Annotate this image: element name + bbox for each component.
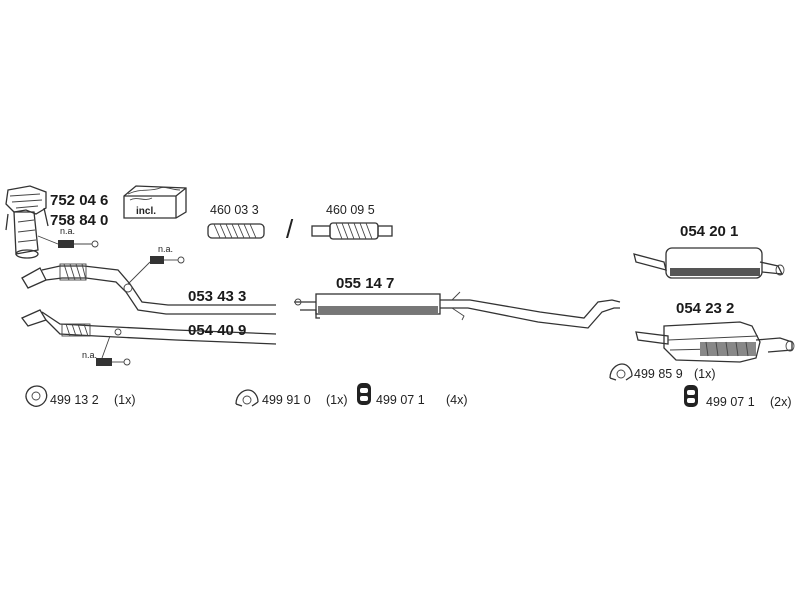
- alternative-separator: /: [286, 214, 294, 244]
- part-number-752-04-6: 752 04 6: [50, 192, 108, 209]
- fitting-499-85-9-qty: (1x): [694, 367, 716, 381]
- front-pipe-053-43-3[interactable]: [21, 263, 276, 315]
- part-number-054-40-9: 054 40 9: [188, 322, 246, 339]
- fitting-499-91-0-qty: (1x): [326, 393, 348, 407]
- fitting-499-91-0: 499 91 0: [262, 393, 311, 407]
- part-number-053-43-3: 053 43 3: [188, 288, 246, 305]
- box-icon: [123, 185, 187, 219]
- rubber-mount-icon: [684, 385, 698, 407]
- na-label-1: n.a.: [60, 226, 75, 236]
- flex-pipe-460-09-5[interactable]: [311, 222, 393, 240]
- part-number-460-09-5: 460 09 5: [326, 203, 375, 217]
- part-number-460-03-3: 460 03 3: [210, 203, 259, 217]
- rear-silencer-054-23-2[interactable]: [635, 321, 795, 363]
- part-number-055-14-7: 055 14 7: [336, 275, 394, 292]
- part-number-054-23-2: 054 23 2: [676, 300, 734, 317]
- part-number-054-20-1: 054 20 1: [680, 223, 738, 240]
- middle-silencer-055-14-7[interactable]: [294, 291, 621, 329]
- fitting-499-07-1-rear-qty: (2x): [770, 395, 792, 409]
- lambda-sensor-icon: [96, 335, 131, 366]
- fitting-499-07-1: 499 07 1: [376, 393, 425, 407]
- na-label-2: n.a.: [158, 244, 173, 254]
- flex-pipe-460-03-3[interactable]: [207, 223, 265, 239]
- gasket-icon: [25, 385, 48, 407]
- part-number-758-84-0: 758 84 0: [50, 212, 108, 229]
- fitting-499-07-1-rear: 499 07 1: [706, 395, 755, 409]
- na-label-3: n.a.: [82, 350, 97, 360]
- lambda-sensor-icon: [127, 256, 185, 285]
- fitting-499-13-2-qty: (1x): [114, 393, 136, 407]
- front-pipe-054-40-9[interactable]: [20, 309, 277, 345]
- rubber-mount-icon: [357, 383, 371, 405]
- fitting-499-13-2: 499 13 2: [50, 393, 99, 407]
- manifold-catalyst[interactable]: [5, 185, 49, 259]
- fitting-499-07-1-qty: (4x): [446, 393, 468, 407]
- clamp-icon: [235, 389, 259, 407]
- incl-label: incl.: [136, 206, 156, 217]
- rear-silencer-054-20-1[interactable]: [633, 247, 785, 279]
- lambda-sensor-icon: [37, 235, 99, 248]
- fitting-499-85-9: 499 85 9: [634, 367, 683, 381]
- clamp-icon: [609, 363, 633, 381]
